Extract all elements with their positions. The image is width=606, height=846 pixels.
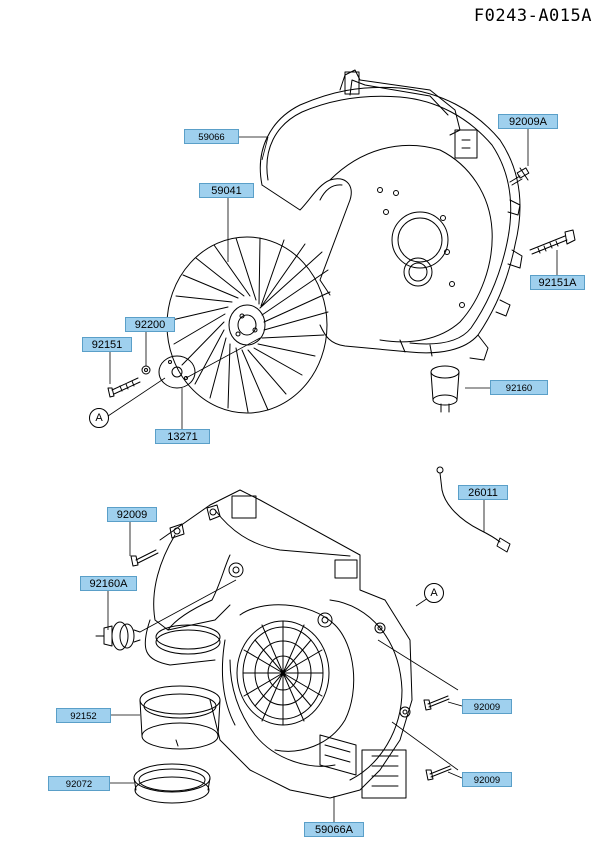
callout-92151[interactable]: 92151 [82,337,132,352]
callout-92200[interactable]: 92200 [125,317,175,332]
fan-blades [171,237,331,413]
bolt-92151 [107,377,141,398]
callout-92151a[interactable]: 92151A [530,275,585,290]
callout-92152[interactable]: 92152 [56,708,111,723]
screws-92009-right [423,695,452,781]
callout-92009-r1[interactable]: 92009 [462,699,512,714]
ring-92152 [139,685,221,750]
fan-housing-lower [144,489,413,799]
callout-59066a[interactable]: 59066A [304,822,364,837]
callout-92160a[interactable]: 92160A [80,576,137,591]
callout-92009a[interactable]: 92009A [498,114,558,129]
screw-92009a [509,167,530,186]
band-92072 [133,763,211,804]
bolt-92151a [529,229,576,255]
fan-59041 [166,236,331,414]
screw-92009-lower [130,549,159,567]
callout-59041[interactable]: 59041 [199,183,254,198]
plate-13271 [158,355,196,389]
mount-92160a [95,621,141,651]
callout-13271[interactable]: 13271 [155,429,210,444]
cable-26011 [436,466,511,553]
mount-92160 [430,365,460,413]
callout-26011[interactable]: 26011 [458,485,508,500]
diagram-code: F0243-A015A [473,6,592,26]
callout-92160[interactable]: 92160 [490,380,548,395]
ref-mark-a-upper: A [89,408,109,428]
callout-92072[interactable]: 92072 [48,776,110,791]
fan-housing-upper [259,69,523,361]
ref-mark-a-lower: A [424,583,444,603]
washer-92200 [141,365,151,375]
leader-lines [107,128,558,822]
callout-59066[interactable]: 59066 [184,129,239,144]
callout-92009-r2[interactable]: 92009 [462,772,512,787]
callout-92009-top[interactable]: 92009 [107,507,157,522]
